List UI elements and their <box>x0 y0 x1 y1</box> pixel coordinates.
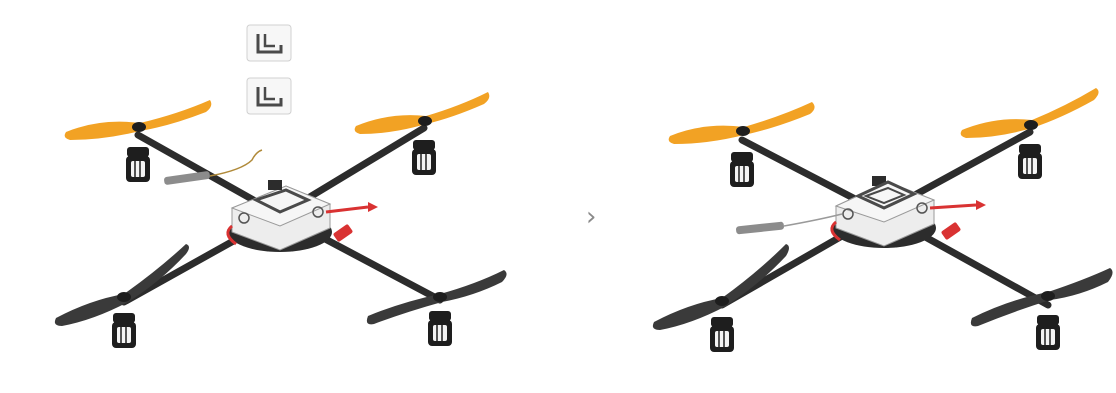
motor-rear-right <box>428 311 452 346</box>
motor-rear-left <box>710 317 734 352</box>
motor-front-left <box>730 152 754 187</box>
motor-front-left <box>126 147 150 182</box>
module-card-top <box>247 25 291 61</box>
connected-wire <box>736 214 842 234</box>
center-hub <box>832 176 936 248</box>
panel-before <box>55 25 507 348</box>
motor-front-right <box>412 140 436 175</box>
chevron-right-icon: › <box>586 204 596 230</box>
panel-after <box>653 88 1113 352</box>
motor-front-right <box>1018 144 1042 179</box>
module-card-bottom <box>247 78 291 114</box>
motor-rear-left <box>112 313 136 348</box>
motor-rear-right <box>1036 315 1060 350</box>
